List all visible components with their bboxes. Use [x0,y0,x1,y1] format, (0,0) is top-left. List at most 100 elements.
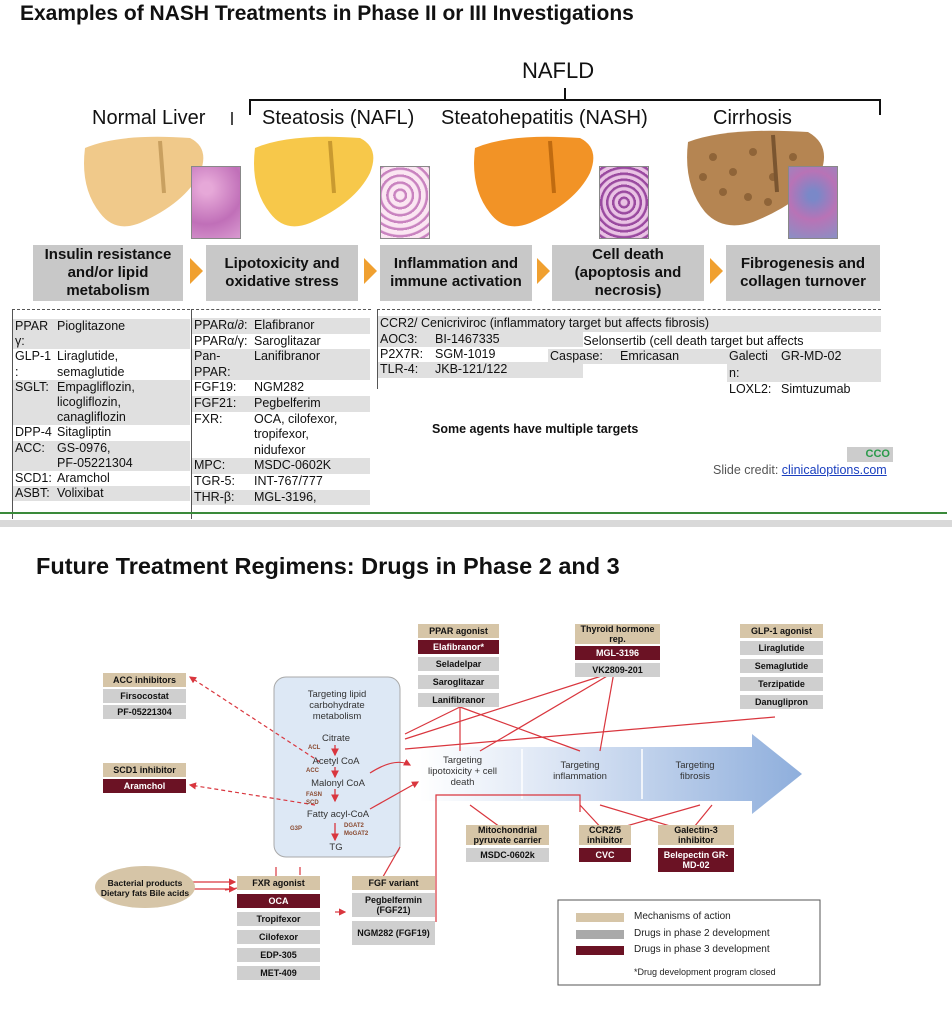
drug-name: Simtuzumab [781,382,851,396]
fxr-drug: EDP-305 [237,948,320,962]
acc-drug: Firsocostat [103,689,186,703]
nafld-brace [231,88,881,125]
target-inflammation: Targeting inflammation [553,760,607,782]
drug-target: ACC: [13,440,55,456]
fxr-header: FXR agonist [237,876,320,890]
steatosis-liver-image [254,136,374,227]
bacterial-label: Bacterial products Dietary fats Bile aci… [100,878,190,898]
drug-target: Pan- [192,349,252,365]
drug-name: licogliflozin, [55,395,190,411]
drug-target: THR-β: [192,489,252,506]
cenicriviroc-row: CCR2/ Cenicriviroc (inflammatory target … [378,316,881,332]
drug-name: Aramchol [57,471,110,485]
stage-steatosis: Steatosis (NAFL) [262,107,415,129]
target-arrow [420,734,802,814]
drug-target: LOXL2: [729,382,772,396]
g3p-label: G3P [290,826,303,832]
cco-logo: CCO [847,447,893,462]
mechanism-cell-death: Cell death (apoptosis and necrosis) [552,245,704,301]
fxr-drug: Tropifexor [237,912,320,926]
thyroid-drug: VK2809-201 [575,663,660,677]
drug-target: ASBT: [13,486,55,502]
steatosis-histology-image [380,166,430,239]
legend-swatch-phase2 [576,930,624,939]
drug-name: Volixibat [55,486,190,502]
glp1-drug: Terzipatide [740,677,823,691]
drug-target: : [15,364,19,379]
ppar-drug: Seladelpar [418,657,499,671]
stage-normal: Normal Liver [92,107,206,129]
drug-target [192,443,252,459]
legend-note: *Drug development program closed [634,967,776,977]
drug-name: MSDC-0602K [252,458,370,474]
mito-header: Mitochondrial pyruvate carrier [466,825,549,845]
nash-liver-image [474,136,594,227]
selonsertib-row: ASK1 Selonsertib (cell death target but … [548,334,804,348]
drug-name: BI-1467335 [433,332,583,348]
drug-target [192,427,252,443]
mechanism-insulin-resistance: Insulin resistance and/or lipid metaboli… [33,245,183,301]
drug-target [13,410,55,426]
credit-prefix: Slide credit: [713,463,782,477]
acetyl-coa-label: Acetyl CoA [312,756,360,767]
drug-name: Elafibranor [252,318,370,334]
ppar-phase3-drug: Elafibranor* [418,640,499,654]
drug-name: OCA, cilofexor, [254,411,338,426]
cirrhosis-histology-image [788,166,838,239]
drug-name [779,365,881,382]
drug-name: PF-05221304 [55,455,190,471]
thyroid-phase3-drug: MGL-3196 [575,646,660,660]
thyroid-header: Thyroid hormone rep. [575,624,660,644]
drug-name: INT-767/777 [254,474,323,488]
scd1-header: SCD1 inhibitor [103,763,186,777]
drug-target: PPARα/γ: [194,333,248,348]
drug-name: Emricasan [618,349,728,365]
drug-target: FGF19: [194,380,237,395]
stage-nash: Steatohepatitis (NASH) [441,107,648,129]
bottom-slide: Future Treatment Regimens: Drugs in Phas… [0,527,952,1024]
chevron-right-icon [364,258,377,284]
scd1-drug: Aramchol [103,779,186,793]
ccr-header: CCR2/5 inhibitor [579,825,631,845]
mito-drug: MSDC-0602k [466,848,549,862]
chevron-right-icon [190,258,203,284]
fasn-label: FASN [306,792,323,798]
stage-cirrhosis: Cirrhosis [713,107,792,129]
drug-name: NGM282 [254,380,305,395]
slide-credit: Slide credit: clinicaloptions.com [713,463,887,477]
drug-target: FXR: [194,411,223,426]
nash-histology-image [599,166,649,239]
legend-swatch-mechanism [576,913,624,922]
column-lipotoxicity-drugs [191,309,371,519]
chevron-right-icon [710,258,723,284]
legend-mechanism: Mechanisms of action [634,911,731,922]
drug-target: SCD1: [15,471,52,485]
drug-name: GS-0976, [55,440,190,456]
drug-target: PPARα/∂: [192,318,252,334]
top-slide: Examples of NASH Treatments in Phase II … [0,0,952,520]
drug-target: γ: [13,334,55,350]
acc-drug: PF-05221304 [103,705,186,719]
malonyl-coa-label: Malonyl CoA [311,778,365,789]
metabolism-header: Targeting lipid carbohydrate metabolism [307,689,367,722]
mechanism-fibrogenesis: Fibrogenesis and collagen turnover [726,245,880,301]
mogat-label: MoGAT2 [344,831,369,837]
drug-name: Pioglitazone [55,319,190,335]
slide-title: Examples of NASH Treatments in Phase II … [20,2,634,25]
drug-name: semaglutide [57,364,125,379]
galectin-phase3-drug: Belepectin GR-MD-02 [658,848,734,872]
fatty-acyl-label: Fatty acyl-CoA [306,809,370,820]
acc-inhibitors-header: ACC inhibitors [103,673,186,687]
tg-label: TG [329,842,343,853]
drug-target: Galecti [727,349,779,366]
drug-target [13,395,55,411]
divider [0,512,947,514]
drug-target: PPAR: [192,364,252,381]
drug-name: Lanifibranor [252,349,370,365]
glp1-header: GLP-1 agonist [740,624,823,638]
credit-link[interactable]: clinicaloptions.com [781,463,887,477]
fxr-drug: Cilofexor [237,930,320,944]
drug-name: Sitagliptin [57,425,112,440]
acc-label: ACC [306,768,319,774]
drug-target: TGR-5: [194,474,235,488]
